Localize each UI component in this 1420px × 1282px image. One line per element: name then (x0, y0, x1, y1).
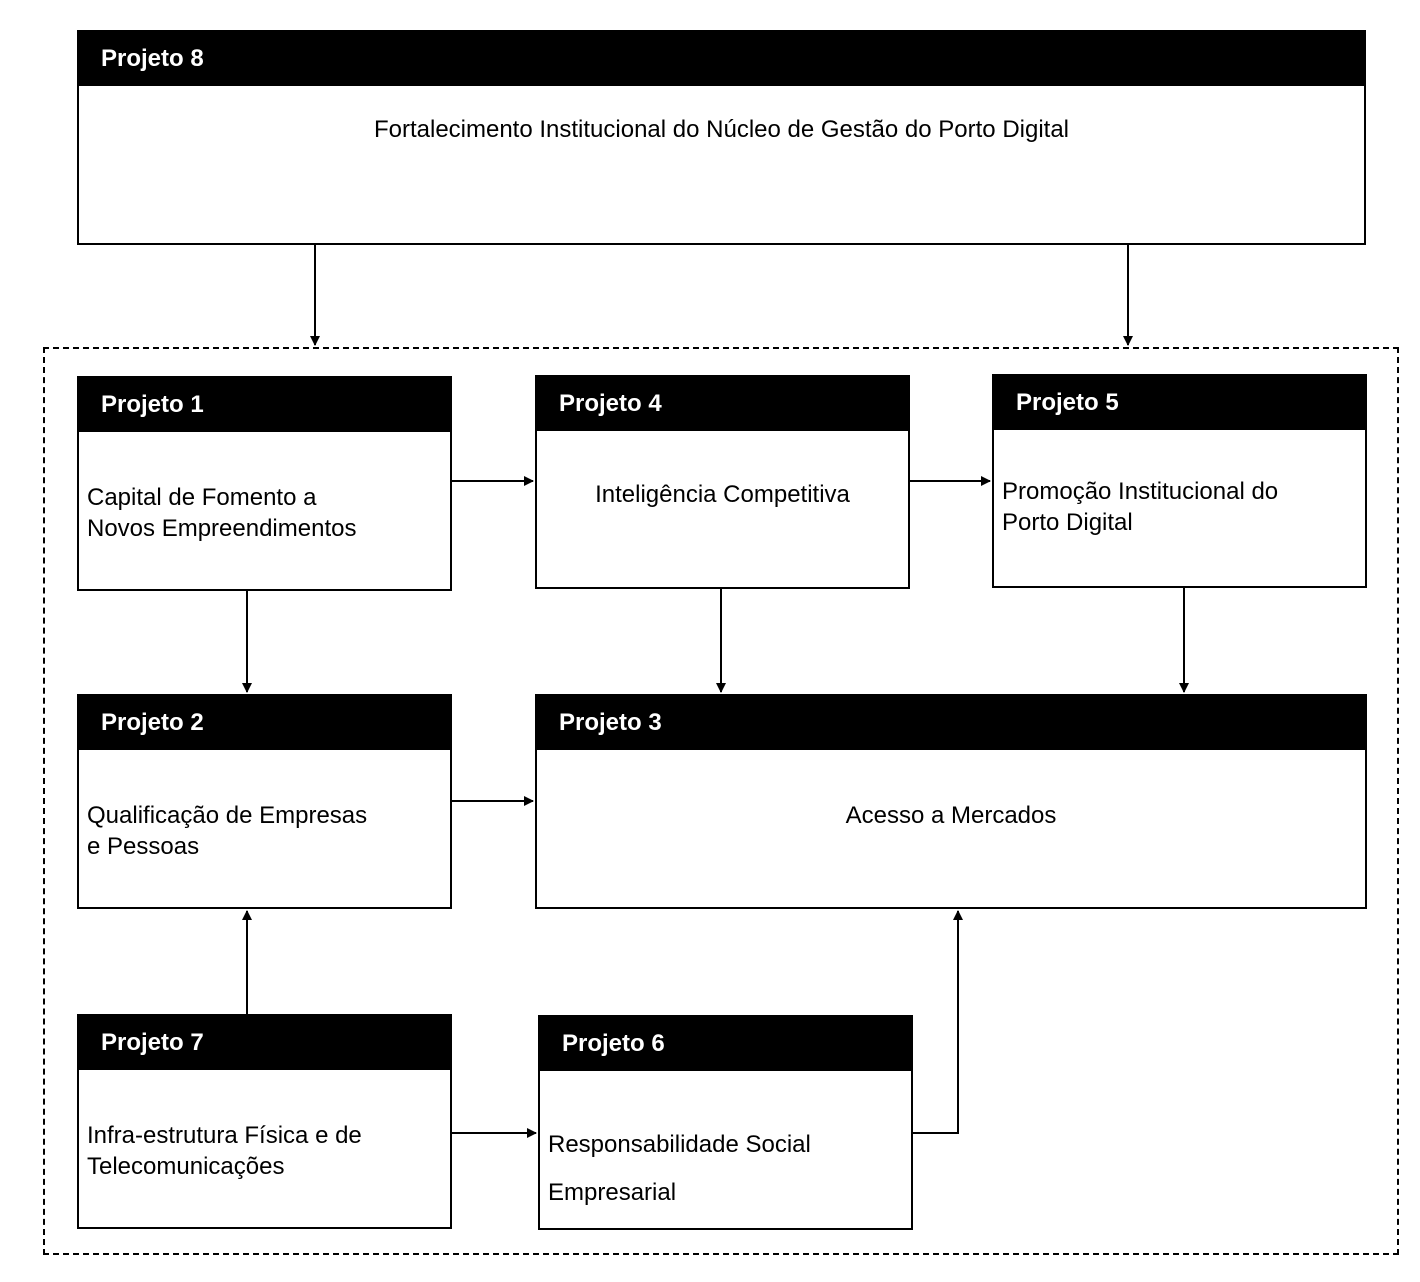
project-5-description: Promoção Institucional do Porto Digital (994, 430, 1365, 586)
project-7-line-2: Telecomunicações (87, 1153, 285, 1180)
project-8-title: Projeto 8 (79, 32, 1364, 86)
project-7-box: Projeto 7 Infra-estrutura Física e de Te… (77, 1014, 452, 1229)
project-8-line-1: Fortalecimento Institucional do Núcleo d… (373, 116, 1070, 143)
project-4-description: Inteligência Competitiva (537, 431, 908, 587)
project-8-box: Projeto 8 Fortalecimento Institucional d… (77, 30, 1366, 245)
project-5-line-2: Porto Digital (1002, 509, 1133, 536)
project-3-box: Projeto 3 Acesso a Mercados (535, 694, 1367, 909)
project-3-line-1: Acesso a Mercados (845, 802, 1057, 829)
project-1-title: Projeto 1 (79, 378, 450, 432)
project-1-line-1: Capital de Fomento a (87, 484, 317, 511)
project-5-line-1: Promoção Institucional do (1002, 478, 1279, 505)
project-6-title: Projeto 6 (540, 1017, 911, 1071)
project-6-description: Responsabilidade Social Empresarial (540, 1071, 911, 1228)
project-7-title: Projeto 7 (79, 1016, 450, 1070)
project-5-title: Projeto 5 (994, 376, 1365, 430)
project-3-title: Projeto 3 (537, 696, 1365, 750)
project-4-box: Projeto 4 Inteligência Competitiva (535, 375, 910, 589)
arrow-p6-to-p3 (913, 910, 963, 1134)
project-4-title: Projeto 4 (537, 377, 908, 431)
project-3-description: Acesso a Mercados (537, 750, 1365, 907)
project-1-box: Projeto 1 Capital de Fomento a Novos Emp… (77, 376, 452, 591)
project-4-line-1: Inteligência Competitiva (595, 481, 850, 508)
project-2-line-2: e Pessoas (87, 833, 200, 860)
project-1-line-2: Novos Empreendimentos (87, 515, 357, 542)
project-2-description: Qualificação de Empresas e Pessoas (79, 750, 450, 907)
project-1-description: Capital de Fomento a Novos Empreendiment… (79, 432, 450, 589)
project-6-line-2: Empresarial (548, 1179, 677, 1206)
project-5-box: Projeto 5 Promoção Institucional do Port… (992, 374, 1367, 588)
project-6-line-1: Responsabilidade Social (548, 1131, 811, 1158)
project-2-box: Projeto 2 Qualificação de Empresas e Pes… (77, 694, 452, 909)
project-7-description: Infra-estrutura Física e de Telecomunica… (79, 1070, 450, 1227)
project-6-box: Projeto 6 Responsabilidade Social Empres… (538, 1015, 913, 1230)
project-2-line-1: Qualificação de Empresas (87, 802, 368, 829)
projects-group-boundary (43, 347, 1399, 1255)
project-8-description: Fortalecimento Institucional do Núcleo d… (79, 86, 1364, 243)
project-7-line-1: Infra-estrutura Física e de (87, 1122, 362, 1149)
project-2-title: Projeto 2 (79, 696, 450, 750)
